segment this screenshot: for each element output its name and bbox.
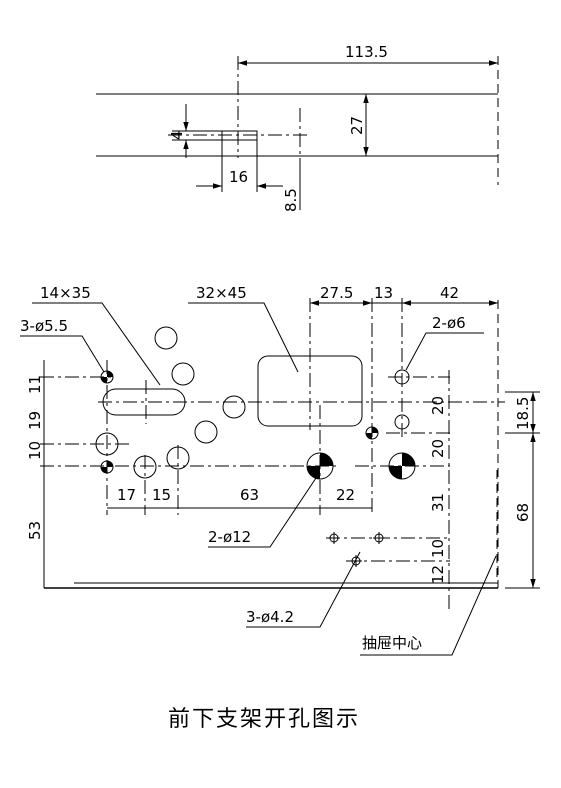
slot-side-view bbox=[221, 130, 258, 141]
dim-label-13: 13 bbox=[374, 284, 393, 302]
dim-label-11: 11 bbox=[26, 375, 44, 394]
hole-small-6 bbox=[133, 455, 157, 479]
slot-14x35 bbox=[102, 388, 186, 416]
hole-small-1 bbox=[154, 326, 178, 350]
hole-12-b-fill bbox=[389, 453, 415, 479]
dim-label-63: 63 bbox=[240, 486, 259, 504]
leader-hole-12 bbox=[208, 477, 317, 548]
hole-small-7 bbox=[95, 432, 119, 456]
dim-label-68: 68 bbox=[514, 503, 532, 522]
dim-label-113-5: 113.5 bbox=[345, 43, 388, 61]
hole-5-5-a-fill bbox=[101, 371, 113, 383]
drawer-center-label: 抽屉中心 bbox=[362, 634, 422, 652]
leader-hole-6 bbox=[405, 332, 484, 371]
hole-6-label: 2-ø6 bbox=[432, 314, 466, 332]
dim-label-20b: 20 bbox=[429, 439, 447, 458]
dim-label-17: 17 bbox=[117, 486, 136, 504]
leader-drawer-center bbox=[360, 555, 497, 656]
dim-label-12: 12 bbox=[429, 565, 447, 584]
hole-small-3 bbox=[222, 395, 246, 419]
hole-6-b bbox=[394, 414, 410, 430]
dim-label-10: 10 bbox=[26, 441, 44, 460]
hole-12-label: 2-ø12 bbox=[208, 528, 251, 546]
rect-size-label: 32×45 bbox=[196, 284, 247, 302]
top-view: 113.5 27 4 16 8.5 bbox=[96, 43, 499, 212]
hole-12-a-fill bbox=[307, 453, 333, 479]
dim-label-15: 15 bbox=[152, 486, 171, 504]
leader-rect bbox=[188, 302, 299, 373]
hole-small-4 bbox=[194, 420, 218, 444]
drawing-title: 前下支架开孔图示 bbox=[168, 707, 360, 732]
hole-4-2-label: 3-ø4.2 bbox=[246, 608, 294, 626]
dim-label-18-5: 18.5 bbox=[514, 397, 532, 430]
dim-label-27-5: 27.5 bbox=[320, 284, 353, 302]
dim-label-27: 27 bbox=[348, 116, 366, 135]
dim-label-42: 42 bbox=[440, 284, 459, 302]
dim-label-19: 19 bbox=[26, 411, 44, 430]
dim-label-10-right: 10 bbox=[429, 539, 447, 558]
front-view: 27.5 13 42 14×35 3-ø5.5 32×45 2-ø6 2-ø12… bbox=[20, 284, 540, 656]
leader-hole-4-2 bbox=[246, 551, 361, 628]
hole-5-5-label: 3-ø5.5 bbox=[20, 317, 68, 335]
hole-6-a bbox=[394, 369, 410, 385]
hole-5-5-b-fill bbox=[101, 461, 113, 473]
dim-label-53: 53 bbox=[26, 521, 44, 540]
dim-label-16: 16 bbox=[229, 168, 248, 186]
hole-small-5 bbox=[166, 446, 190, 470]
leader-hole-5-5 bbox=[20, 335, 105, 373]
dim-label-4: 4 bbox=[168, 130, 186, 140]
dim-label-31: 31 bbox=[429, 493, 447, 512]
hole-small-2 bbox=[171, 362, 195, 386]
dim-label-20a: 20 bbox=[429, 396, 447, 415]
hole-5-5-c-fill bbox=[366, 427, 378, 439]
leader-slot bbox=[32, 302, 161, 386]
rect-32x45 bbox=[257, 355, 363, 427]
dim-label-8-5: 8.5 bbox=[282, 188, 300, 212]
dim-label-22: 22 bbox=[336, 486, 355, 504]
slot-size-label: 14×35 bbox=[40, 284, 91, 302]
